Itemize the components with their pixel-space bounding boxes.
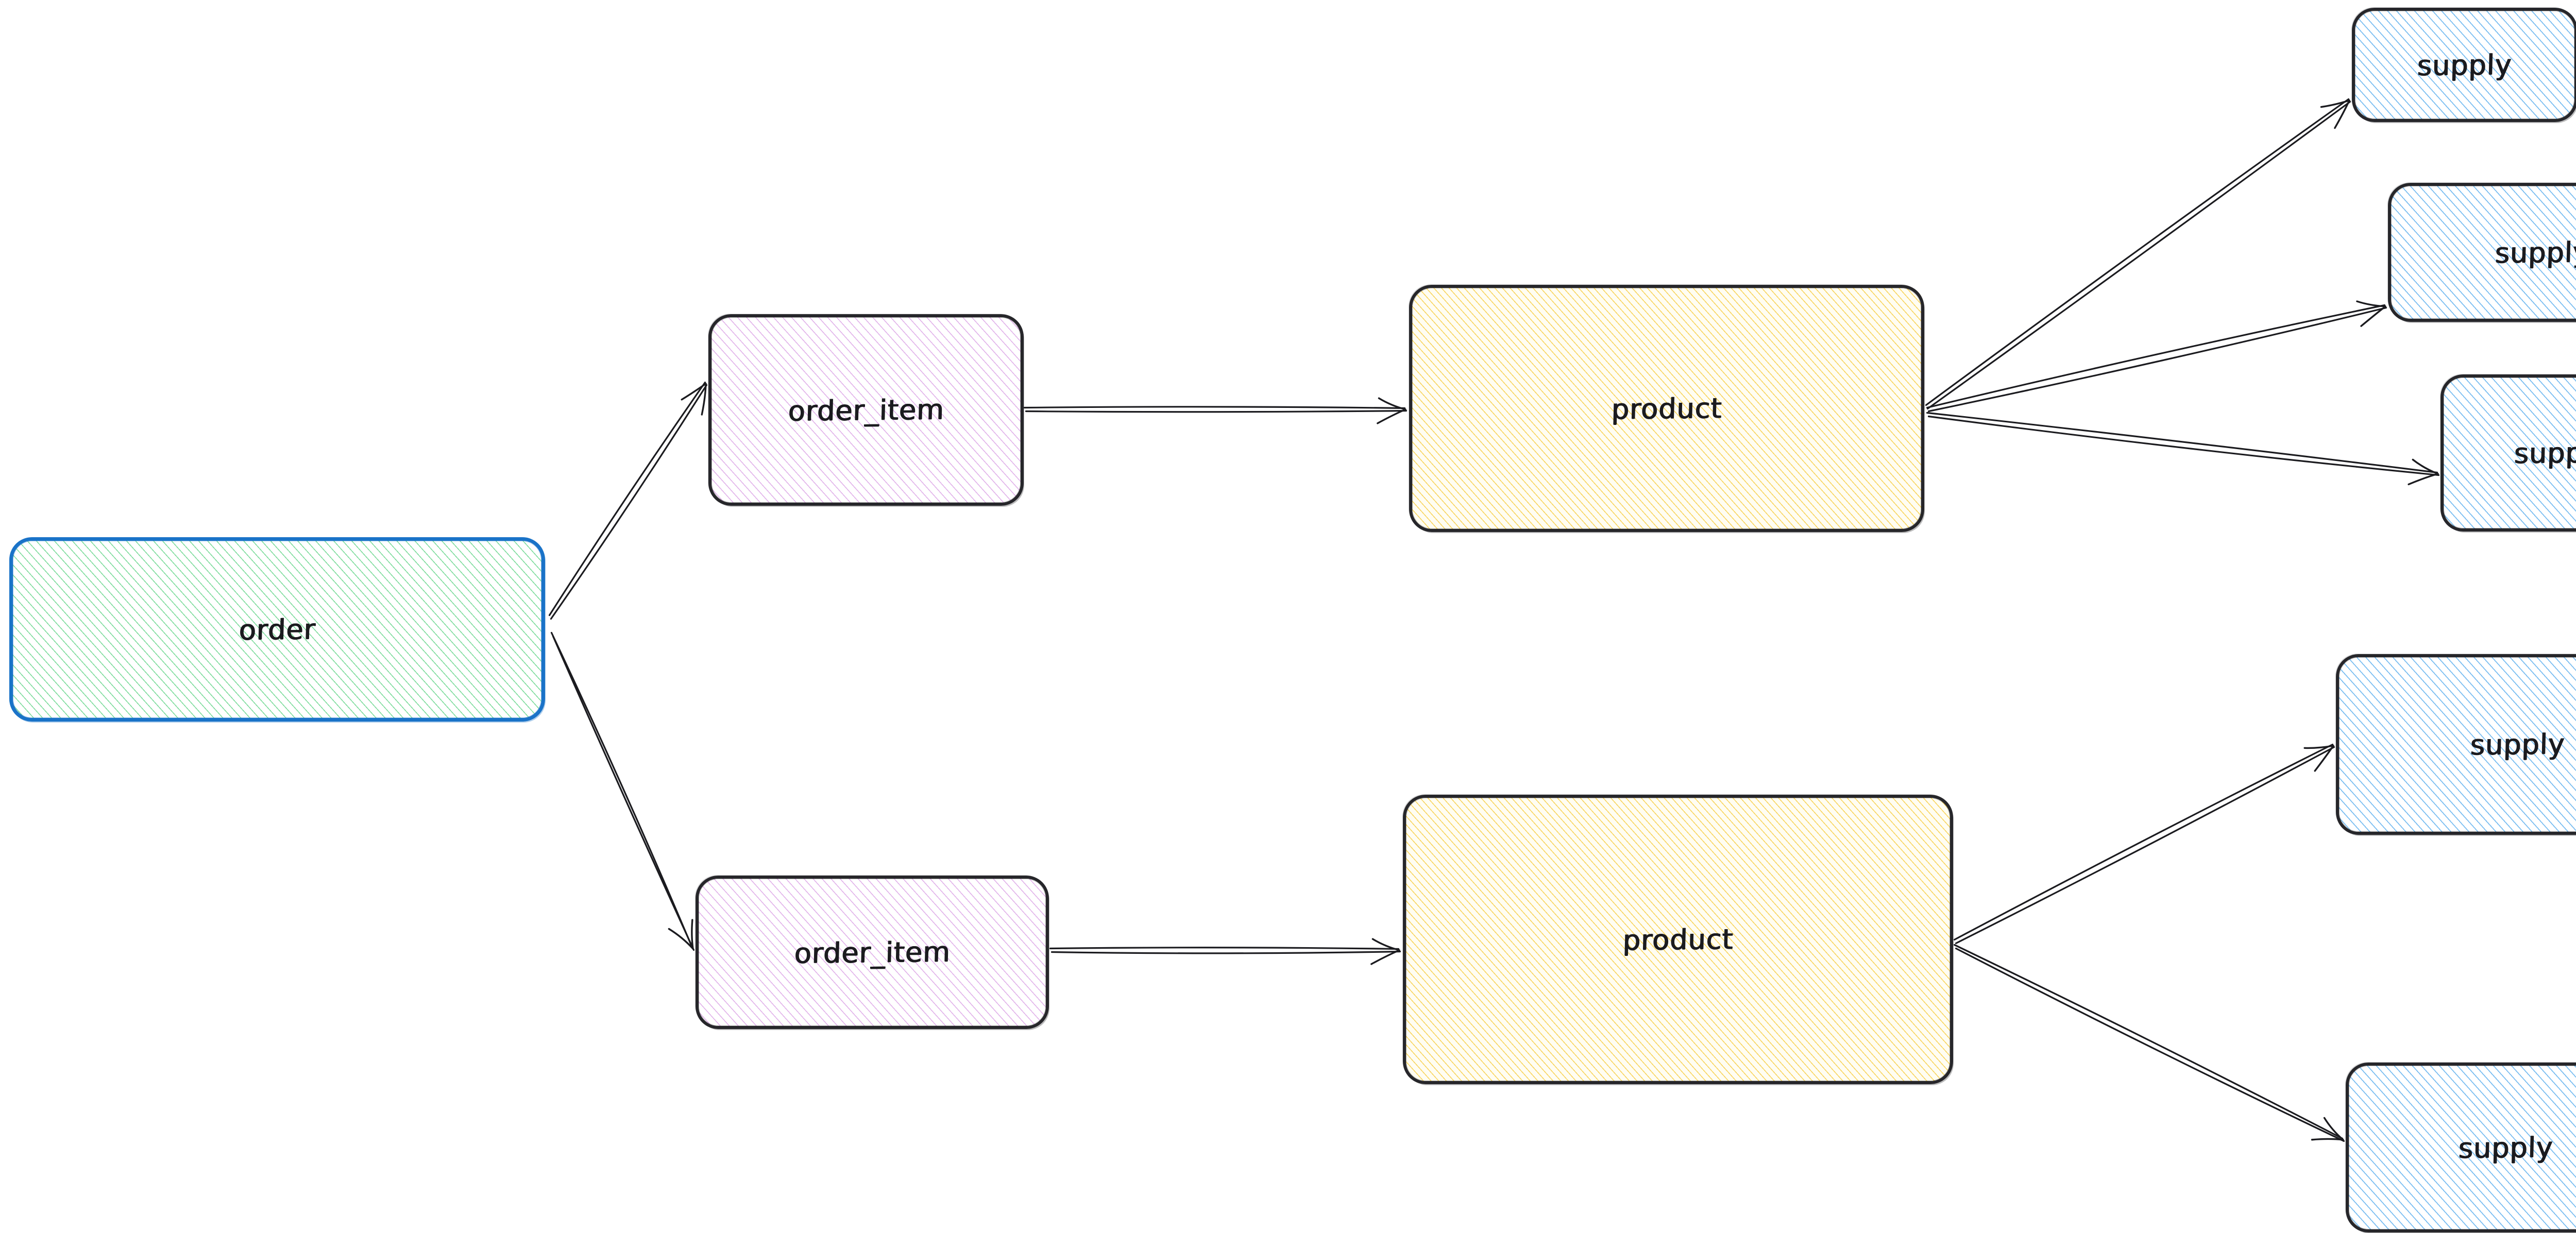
edge-order_item_1-to-product_1[interactable] xyxy=(1023,397,1408,424)
arrowhead-barb xyxy=(2314,745,2334,772)
node-label: supply xyxy=(2514,436,2576,470)
edge-stroke xyxy=(1927,306,2387,413)
node-supply_5[interactable]: supply xyxy=(2346,1063,2576,1232)
node-supply_3[interactable]: supply xyxy=(2441,374,2576,532)
edge-product_2-to-supply_4[interactable] xyxy=(1953,743,2335,945)
node-label: order_item xyxy=(793,935,951,970)
arrowhead-barb xyxy=(2360,305,2386,327)
arrowhead-barb xyxy=(1378,397,1406,410)
node-product_1[interactable]: product xyxy=(1409,285,1924,532)
node-supply_2[interactable]: supply xyxy=(2388,183,2576,322)
edge-stroke xyxy=(1953,743,2334,941)
edge-stroke xyxy=(1953,944,2344,1140)
edge-product_2-to-supply_5[interactable] xyxy=(1953,944,2345,1142)
edge-stroke xyxy=(1926,304,2386,409)
arrowhead-barb xyxy=(2356,300,2386,307)
edge-stroke xyxy=(1955,947,2345,1142)
edge-stroke xyxy=(550,631,693,949)
arrowhead-barb xyxy=(2320,99,2350,108)
edge-stroke xyxy=(1025,409,1408,413)
node-label: supply xyxy=(2417,48,2513,82)
node-order_item_2[interactable]: order_item xyxy=(696,876,1049,1029)
edge-stroke xyxy=(1926,100,2351,410)
arrowhead-barb xyxy=(2408,473,2439,486)
node-label: product xyxy=(1611,391,1723,425)
arrowhead-barb xyxy=(701,383,707,416)
node-label: supply xyxy=(2470,728,2566,761)
edge-product_1-to-supply_1[interactable] xyxy=(1925,98,2351,410)
edge-stroke xyxy=(548,381,706,616)
arrowhead-barb xyxy=(2311,1138,2344,1141)
edge-order-to-order_item_1[interactable] xyxy=(548,381,708,620)
edge-stroke xyxy=(552,635,695,951)
node-label: supply xyxy=(2495,235,2576,269)
arrowhead-barb xyxy=(1370,949,1400,965)
node-order_item_1[interactable]: order_item xyxy=(708,314,1024,506)
arrowhead-barb xyxy=(2323,1117,2344,1141)
arrowhead-barb xyxy=(2303,745,2334,749)
node-supply_1[interactable]: supply xyxy=(2352,8,2576,122)
arrowhead-barb xyxy=(2334,99,2350,129)
arrowhead-barb xyxy=(681,383,707,401)
edge-stroke xyxy=(1049,947,1400,950)
edge-stroke xyxy=(1023,406,1406,409)
edge-product_1-to-supply_3[interactable] xyxy=(1926,412,2440,486)
node-label: supply xyxy=(2458,1131,2554,1164)
arrowhead-barb xyxy=(691,919,694,950)
arrowhead-barb xyxy=(2412,458,2439,475)
arrowhead-barb xyxy=(1371,938,1400,951)
node-product_2[interactable]: product xyxy=(1403,795,1953,1084)
node-label: order_item xyxy=(787,392,945,427)
edge-product_1-to-supply_2[interactable] xyxy=(1926,300,2387,413)
edge-stroke xyxy=(1955,746,2335,945)
edge-order-to-order_item_2[interactable] xyxy=(550,631,695,951)
arrowhead-barb xyxy=(1377,408,1406,424)
edge-stroke xyxy=(1927,415,2440,476)
edge-stroke xyxy=(1050,950,1401,954)
node-order[interactable]: order xyxy=(9,537,545,722)
edge-stroke xyxy=(550,384,708,620)
node-label: order xyxy=(238,612,316,646)
edge-order_item_2-to-product_2[interactable] xyxy=(1049,938,1401,965)
node-label: product xyxy=(1622,922,1734,956)
node-supply_4[interactable]: supply xyxy=(2336,654,2576,835)
edge-stroke xyxy=(1926,412,2438,474)
edge-stroke xyxy=(1925,98,2350,406)
arrowhead-barb xyxy=(668,928,694,950)
